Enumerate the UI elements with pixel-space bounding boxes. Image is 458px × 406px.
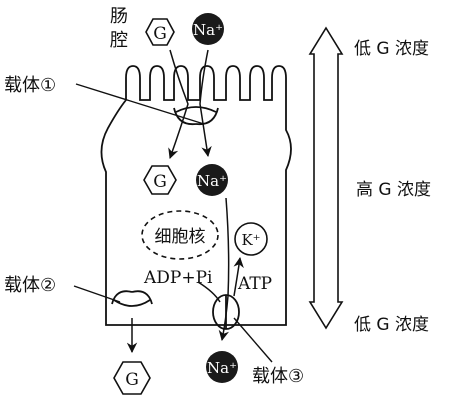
carrier-1-label: 载体①: [4, 75, 56, 96]
lumen-label-line2: 腔: [110, 30, 128, 51]
atp-label: ATP: [237, 274, 272, 294]
sodium-circle-cytoplasm: [196, 164, 228, 196]
sodium-label-blood: Na⁺: [207, 359, 237, 377]
sodium-circle-blood: [206, 351, 238, 383]
carrier-2-label: 载体②: [4, 275, 56, 296]
adp-pi-label: ADP+Pi: [143, 268, 213, 288]
low-g-bottom-label: 低 G 浓度: [354, 315, 429, 335]
glucose-hexagon-cytoplasm: [143, 165, 177, 195]
glucose-hexagon-lumen: [145, 18, 175, 46]
carrier-3-label: 载体③: [252, 366, 304, 387]
carrier-1-protein: [173, 106, 219, 126]
lumen-label: 肠 腔: [110, 6, 134, 51]
sodium-circle-lumen: [192, 13, 224, 45]
low-g-top-label: 低 G 浓度: [354, 39, 429, 59]
cell-membrane: [100, 65, 292, 326]
nucleus: [141, 210, 219, 260]
glucose-label-blood: G: [125, 370, 139, 390]
concentration-arrow: [308, 26, 344, 330]
glucose-label-cytoplasm: G: [153, 172, 167, 192]
leader-lines: [73, 83, 273, 363]
glucose-hexagon-blood: [113, 361, 151, 395]
nucleus-label: 细胞核: [155, 227, 206, 247]
lumen-label-line1: 肠: [110, 6, 128, 27]
glucose-label-lumen: G: [153, 24, 167, 44]
transport-arrows: [126, 49, 244, 354]
potassium-label: K⁺: [241, 231, 260, 249]
sodium-label-lumen: Na⁺: [193, 21, 223, 39]
potassium-circle: [234, 222, 268, 256]
sodium-label-cytoplasm: Na⁺: [197, 172, 227, 190]
high-g-label: 高 G 浓度: [356, 180, 431, 200]
carrier-2-protein: [111, 290, 153, 307]
